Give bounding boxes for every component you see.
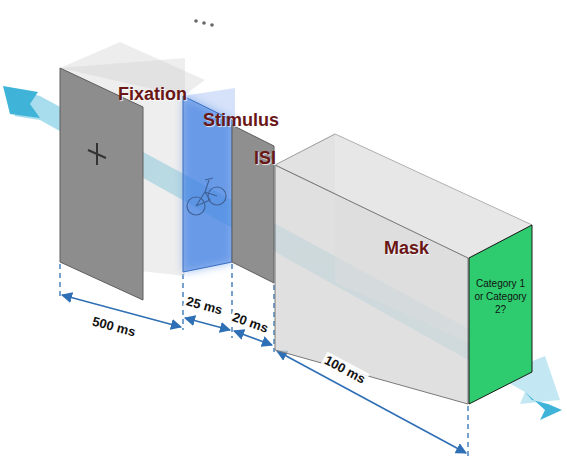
mask-box: Mask bbox=[275, 160, 468, 406]
duration-label: 500 ms bbox=[89, 313, 139, 340]
response-prompt: Category 1 or Category 2? bbox=[471, 277, 530, 316]
phase-label: Fixation bbox=[118, 84, 187, 105]
flow-arrow-head bbox=[525, 392, 562, 420]
phase-label: Stimulus bbox=[203, 110, 279, 131]
flow-arrow-tail bbox=[3, 86, 40, 118]
phase-label: Mask bbox=[384, 238, 429, 259]
fixation-panel: Fixation bbox=[58, 56, 190, 304]
duration-label: 20 ms bbox=[228, 308, 272, 336]
phase-label: ISI bbox=[254, 148, 276, 169]
fixation-cross bbox=[88, 143, 106, 165]
panel-face bbox=[275, 165, 468, 404]
panel-shape bbox=[275, 160, 468, 406]
duration-label: 25 ms bbox=[182, 292, 225, 317]
response-face: Category 1 or Category 2? bbox=[468, 224, 533, 406]
panel-face bbox=[469, 225, 532, 404]
